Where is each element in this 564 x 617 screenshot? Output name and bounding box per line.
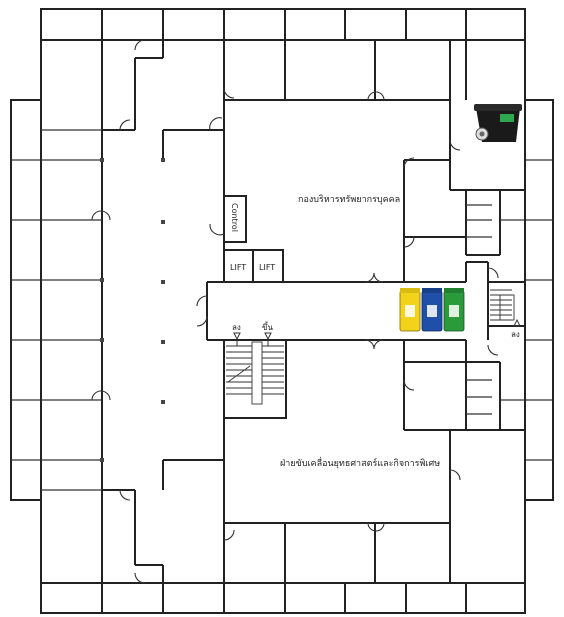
control-room-label: Control (230, 203, 239, 232)
stair-up-arrow-left (264, 332, 272, 341)
lift-1-label: LIFT (230, 263, 246, 272)
recycle-bins-icon (399, 288, 465, 332)
stair-right (487, 281, 526, 327)
stair-right-treads (490, 289, 515, 321)
stair-down-label-right: ลง (511, 330, 520, 339)
hr-division-label: กองบริหารทรัพยากรบุคคล (298, 194, 400, 205)
stair-up-label-left: ขึ้น (262, 321, 273, 332)
control-room (223, 195, 247, 243)
stair-down-arrow-right (513, 318, 521, 327)
stair-down-arrow-left (233, 332, 241, 341)
lift-2-label: LIFT (259, 263, 275, 272)
doors (91, 39, 499, 584)
strategy-division-label: ฝ่ายขับเคลื่อนยุทธศาสตร์และกิจการพิเศษ (280, 456, 440, 469)
columns (100, 158, 165, 462)
black-waste-bin-icon (474, 104, 522, 142)
stair-down-label-left: ลง (232, 323, 241, 332)
stair-left-treads (226, 341, 284, 405)
